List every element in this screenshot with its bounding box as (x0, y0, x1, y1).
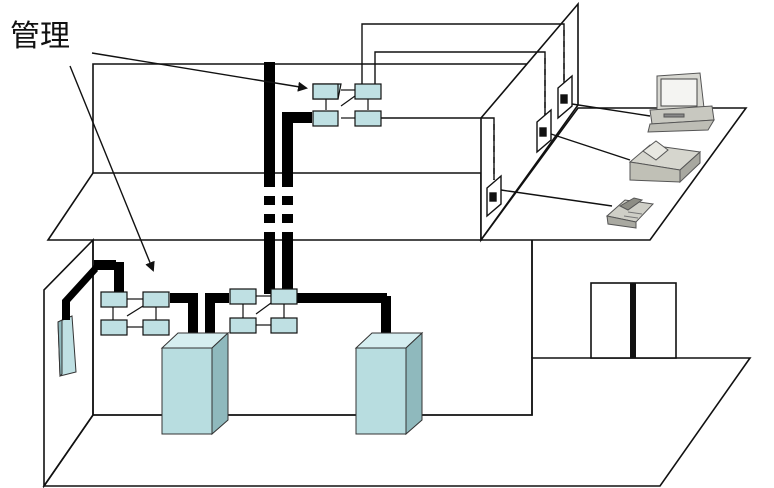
patch-panel-icon (142, 291, 170, 308)
vertical-backbone-cable (264, 62, 312, 288)
wall-patch-panel (57, 315, 77, 378)
patch-panel-icon (229, 317, 257, 334)
patch-panel-icon (229, 288, 257, 305)
lower-floor-cabling (62, 260, 391, 336)
lower-floor (42, 357, 752, 487)
wall-outlet-icon (557, 74, 573, 120)
upper-back-wall (92, 63, 532, 173)
arrow-to-lower-panel (69, 65, 155, 272)
device-cables (500, 103, 651, 207)
upper-patch-panels (312, 83, 382, 127)
server-rack-icon (160, 331, 230, 436)
management-label: 管理 (10, 19, 70, 54)
server-rack-icon (354, 331, 424, 436)
wall-outlet-icon (486, 174, 502, 218)
telephone-icon (605, 197, 655, 229)
patch-panel-icon (312, 83, 342, 100)
patch-panel-icon (100, 291, 128, 308)
computer-icon (647, 72, 715, 133)
lower-left-panel-group (100, 291, 170, 336)
conduit-dashes (493, 30, 565, 180)
lower-middle-panel-group (229, 288, 298, 334)
patch-panel-icon (312, 110, 339, 127)
patch-panel-icon (270, 288, 298, 305)
patch-panel-icon (100, 319, 128, 336)
door (590, 282, 677, 359)
patch-panel-icon (354, 83, 382, 100)
wall-outlet-icon (536, 108, 552, 154)
arrow-to-upper-panel (91, 52, 308, 92)
patch-panel-icon (354, 110, 382, 127)
patch-panel-icon (270, 317, 298, 334)
fax-machine-icon (628, 140, 702, 184)
label-arrows (69, 52, 308, 272)
wall-outlets (486, 74, 573, 218)
patch-panel-icon (142, 319, 170, 336)
